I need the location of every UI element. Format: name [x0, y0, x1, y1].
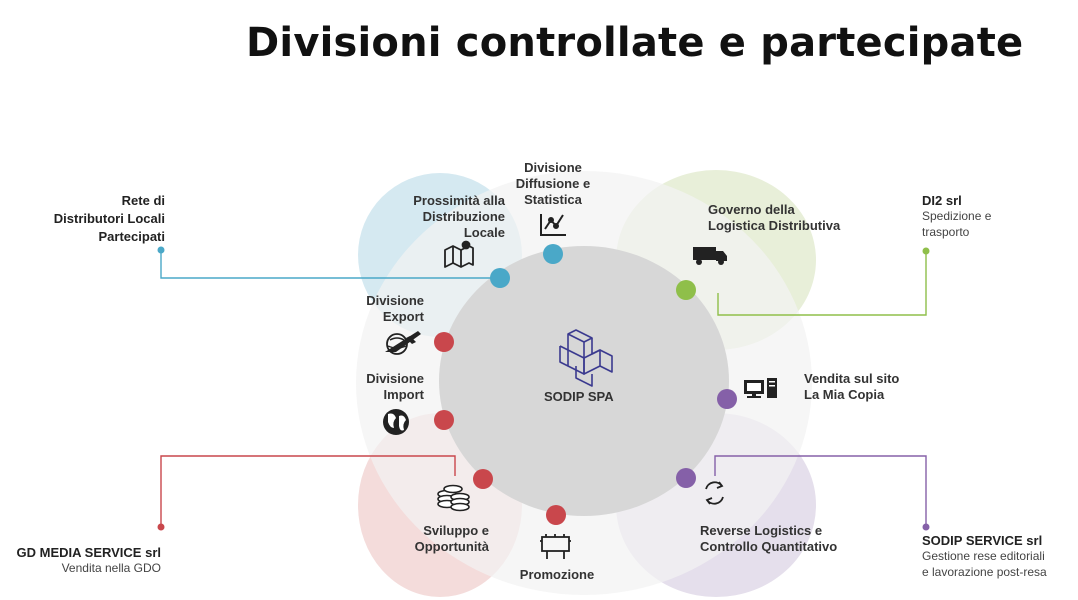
dot-import: [434, 410, 454, 430]
connector-dot-gdmedia: [157, 523, 165, 531]
ext-gdmedia: GD MEDIA SERVICE srl Vendita nella GDO: [0, 545, 161, 576]
recycle-arrows-icon: [705, 481, 724, 505]
label-prossimita: Prossimità alla Distribuzione Locale: [395, 193, 505, 241]
billboard-icon: [540, 534, 571, 559]
map-icon: [444, 240, 474, 268]
connector-di2: [717, 252, 927, 316]
ext-di2: DI2 srl Spedizione e trasporto: [922, 193, 991, 240]
globe-icon: [383, 409, 409, 435]
chart-icon: [540, 214, 566, 236]
label-export-text: Divisione Export: [366, 293, 424, 324]
dot-sviluppo: [473, 469, 493, 489]
label-governo: Governo della Logistica Distributiva: [708, 202, 840, 234]
dot-prossimita: [490, 268, 510, 288]
computer-icon: [744, 378, 777, 398]
connector-dot-di2: [922, 247, 930, 255]
label-sviluppo-text: Sviluppo e Opportunità: [414, 523, 489, 554]
label-export: Divisione Export: [340, 293, 424, 325]
connector-dot-rete: [157, 246, 165, 254]
dot-governo: [676, 280, 696, 300]
label-import-text: Divisione Import: [366, 371, 424, 402]
ext-sodip-service-title: SODIP SERVICE srl: [922, 533, 1043, 548]
label-import: Divisione Import: [340, 371, 424, 403]
page-title: Divisioni controllate e partecipate: [246, 20, 1024, 66]
center-company-name: SODIP SPA: [544, 389, 614, 404]
coins-icon: [437, 484, 470, 512]
connector-dot-sodip-service: [922, 523, 930, 531]
dot-diffusione: [543, 244, 563, 264]
label-vendita-text: Vendita sul sito La Mia Copia: [804, 371, 900, 402]
airplane-globe-icon: [385, 331, 421, 355]
ext-rete-title: Rete di Distributori Locali Partecipati: [53, 193, 165, 244]
ext-gdmedia-desc: Vendita nella GDO: [61, 561, 161, 575]
label-diffusione-text: Divisione Diffusione e Statistica: [515, 160, 591, 207]
label-reverse: Reverse Logistics e Controllo Quantitati…: [700, 523, 837, 555]
connector-sodip-service: [714, 455, 927, 526]
ext-sodip-service: SODIP SERVICE srl Gestione rese editoria…: [922, 533, 1047, 580]
ext-di2-desc: Spedizione e trasporto: [922, 209, 992, 239]
ext-di2-title: DI2 srl: [922, 193, 962, 208]
label-diffusione: Divisione Diffusione e Statistica: [508, 160, 598, 208]
label-sviluppo: Sviluppo e Opportunità: [380, 523, 489, 555]
truck-icon: [693, 247, 727, 265]
label-prossimita-text: Prossimità alla Distribuzione Locale: [413, 193, 505, 240]
label-reverse-text: Reverse Logistics e Controllo Quantitati…: [700, 523, 838, 554]
connector-rete: [160, 251, 498, 279]
center-circle: [439, 246, 729, 516]
label-governo-text: Governo della Logistica Distributiva: [708, 202, 841, 233]
dot-vendita: [717, 389, 737, 409]
ext-sodip-service-desc: Gestione rese editoriali e lavorazione p…: [922, 549, 1047, 579]
connector-gdmedia: [160, 455, 456, 526]
label-promozione: Promozione: [500, 567, 614, 583]
label-promozione-text: Promozione: [519, 567, 595, 582]
ext-gdmedia-title: GD MEDIA SERVICE srl: [16, 545, 161, 560]
label-vendita: Vendita sul sito La Mia Copia: [804, 371, 899, 403]
dot-promozione: [546, 505, 566, 525]
dot-reverse: [676, 468, 696, 488]
dot-export: [434, 332, 454, 352]
sodip-cube-logo-icon: [559, 329, 613, 387]
